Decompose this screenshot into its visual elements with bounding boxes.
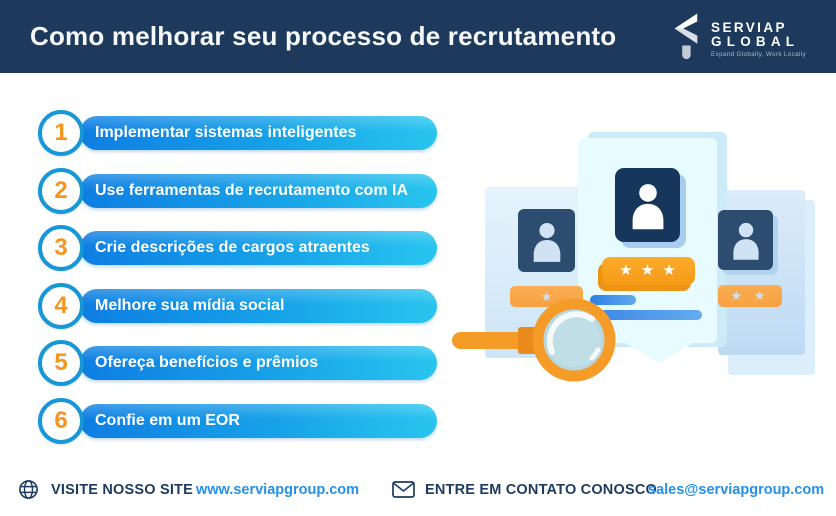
step-number-badge: 2	[38, 168, 84, 214]
visit-site-label: VISITE NOSSO SITE	[51, 482, 193, 498]
rating-stars-right: ★ ★	[718, 285, 782, 307]
step-label-pill: Implementar sistemas inteligentes	[80, 116, 437, 150]
rating-stars-center: ★ ★ ★	[602, 257, 695, 285]
step-item-5: 5 Ofereça benefícios e prêmios	[38, 340, 438, 386]
step-number-badge: 6	[38, 398, 84, 444]
contact-label: ENTRE EM CONTATO CONOSCO	[425, 482, 657, 498]
step-label-pill: Use ferramentas de recrutamento com IA	[80, 174, 437, 208]
step-label-pill: Confie em um EOR	[80, 404, 437, 438]
logo-text: SERVIAP GLOBAL Expand Globally, Work Loc…	[711, 19, 806, 59]
logo-suffix: GLOBAL	[711, 34, 800, 50]
step-item-2: 2 Use ferramentas de recrutamento com IA	[38, 168, 438, 214]
step-number-badge: 3	[38, 225, 84, 271]
logo-tagline: Expand Globally, Work Locally	[711, 50, 806, 58]
step-label-pill: Ofereça benefícios e prêmios	[80, 346, 437, 380]
step-item-1: 1 Implementar sistemas inteligentes	[38, 110, 438, 156]
text-line-long	[588, 310, 702, 320]
globe-icon	[18, 479, 39, 503]
serviap-logo-icon	[669, 13, 701, 66]
recruitment-illustration: ★ ★ ★ ★ ★ ★	[440, 110, 836, 455]
text-line-short	[590, 295, 636, 305]
candidate-photo-left	[518, 209, 575, 272]
step-number-badge: 5	[38, 340, 84, 386]
card-pointer	[625, 343, 693, 363]
email-link[interactable]: sales@serviapgroup.com	[648, 482, 825, 498]
step-item-3: 3 Crie descrições de cargos atraentes	[38, 225, 438, 271]
step-number-badge: 1	[38, 110, 84, 156]
person-icon	[632, 184, 663, 230]
person-icon	[732, 222, 759, 260]
company-logo: SERVIAP GLOBAL Expand Globally, Work Loc…	[669, 13, 806, 66]
step-number-badge: 4	[38, 283, 84, 329]
website-link[interactable]: www.serviapgroup.com	[196, 482, 360, 498]
step-item-4: 4 Melhore sua mídia social	[38, 283, 438, 329]
step-label-pill: Crie descrições de cargos atraentes	[80, 231, 437, 265]
page-title: Como melhorar seu processo de recrutamen…	[30, 21, 617, 51]
step-item-6: 6 Confie em um EOR	[38, 398, 438, 444]
logo-name: SERVIAP	[711, 19, 787, 35]
envelope-icon	[392, 481, 415, 505]
candidate-photo-center	[615, 168, 680, 242]
step-label-pill: Melhore sua mídia social	[80, 289, 437, 323]
person-icon	[533, 222, 560, 262]
header-bar: Como melhorar seu processo de recrutamen…	[0, 0, 836, 73]
candidate-photo-right	[718, 210, 773, 270]
magnifier-icon	[452, 298, 616, 382]
